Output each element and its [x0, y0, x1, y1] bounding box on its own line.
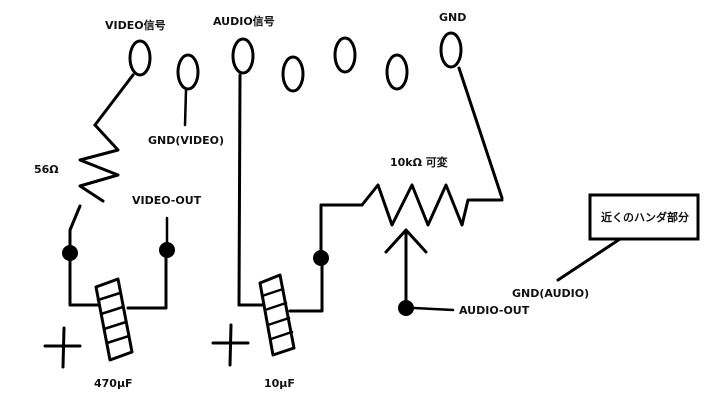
resistor-56-ohm	[78, 123, 120, 203]
cap-470-hatch	[105, 334, 131, 345]
gnd-audio-label: GND(AUDIO)	[512, 287, 589, 300]
cap-470-label: 470μF	[94, 377, 133, 390]
gnd-wire	[457, 66, 504, 200]
unused-pin-3	[385, 53, 409, 91]
capacitor-10uf	[258, 273, 296, 357]
cap-470-hatch	[99, 305, 125, 316]
unused-pin-2	[333, 36, 357, 74]
cap-470-wire-right	[126, 250, 168, 310]
gnd-video-pin	[176, 53, 200, 91]
capacitor-470uf	[94, 277, 134, 362]
cap-10-hatch	[260, 287, 285, 298]
resistor-56-label: 56Ω	[34, 163, 59, 176]
audio-signal-pin	[231, 37, 255, 75]
cap-10-hatch	[263, 301, 288, 312]
gnd-video-label: GND(VIDEO)	[148, 134, 224, 147]
wiper-arrow	[384, 228, 428, 254]
audio-out-lead	[412, 306, 455, 312]
gnd-audio-pointer	[556, 237, 622, 282]
note-box	[588, 193, 700, 241]
cap-470-wire-left	[68, 258, 100, 307]
cap-10-wire-right	[288, 260, 324, 313]
gnd-pin	[439, 31, 463, 69]
gnd-video-lead	[183, 88, 188, 127]
audio-signal-label: AUDIO信号	[213, 14, 275, 28]
note-box-label: 近くのハンダ部分	[601, 210, 689, 224]
cap-470-hatch	[102, 320, 128, 331]
potentiometer-label: 10kΩ 可変	[390, 155, 448, 169]
audio-out-label: AUDIO-OUT	[459, 304, 530, 317]
potentiometer-10k	[360, 183, 504, 227]
cap-10-hatch	[266, 316, 291, 327]
pot-left-wire	[319, 203, 364, 252]
audio-signal-wire	[237, 73, 242, 307]
cap-470-hatch	[96, 291, 122, 302]
plus-sign-10-v	[228, 323, 233, 367]
gnd-label: GND	[439, 11, 466, 24]
junction-video-in	[62, 245, 78, 261]
junction-audio-out	[398, 300, 414, 316]
video-signal-pin	[128, 39, 152, 77]
junction-audio	[313, 250, 329, 266]
plus-sign-470-v	[61, 326, 66, 369]
resistor-56-lead	[68, 204, 82, 254]
video-signal-label: VIDEO信号	[105, 18, 166, 32]
cap-10-label: 10μF	[264, 377, 295, 390]
junction-video-out	[159, 242, 175, 258]
unused-pin-1	[281, 55, 305, 93]
video-out-label: VIDEO-OUT	[132, 194, 202, 207]
cap-10-hatch	[269, 330, 294, 341]
video-signal-wire	[93, 73, 135, 127]
